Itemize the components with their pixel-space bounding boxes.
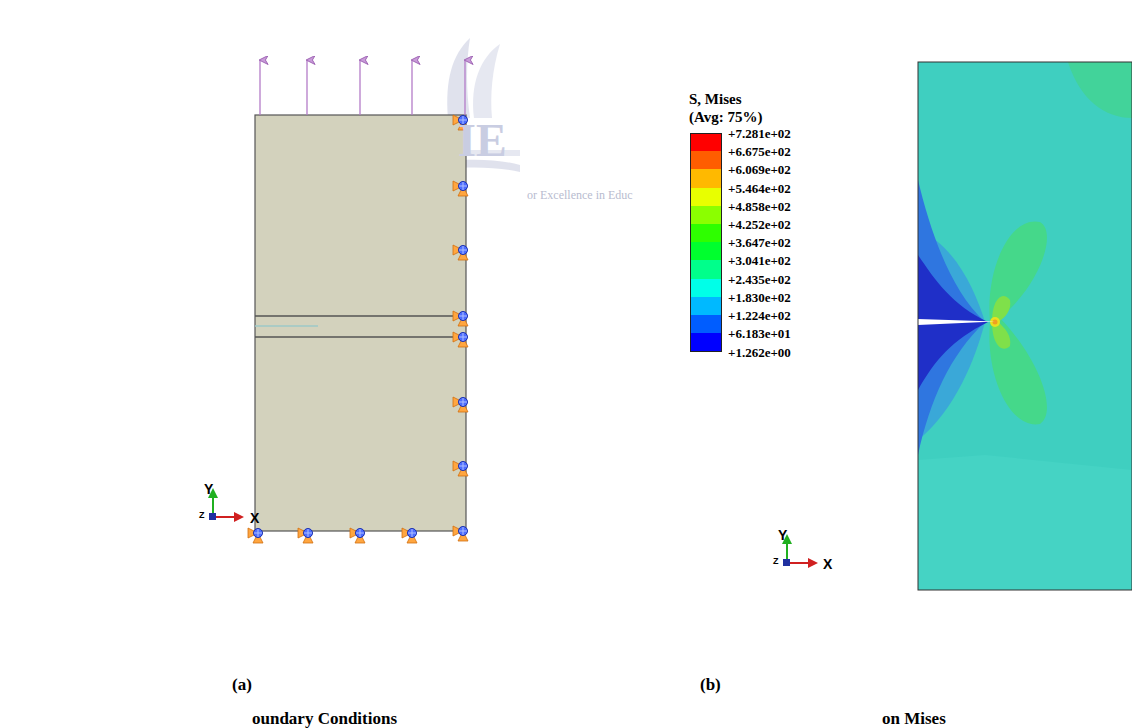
legend-value: +5.464e+02 — [728, 182, 791, 195]
load-arrows — [260, 60, 465, 115]
legend-value: +2.435e+02 — [728, 273, 791, 286]
caption-fragment: oundary Conditions — [252, 710, 397, 727]
legend-swatch — [690, 151, 722, 170]
legend-value: +6.069e+02 — [728, 163, 791, 176]
legend-swatch — [690, 188, 722, 207]
plate — [255, 115, 466, 531]
watermark: IE — [458, 118, 507, 164]
axis-label: Y — [778, 528, 787, 542]
caption-fragment: on Mises — [882, 710, 946, 727]
legend-title: S, Mises — [689, 92, 742, 107]
legend-value: +1.224e+02 — [728, 309, 791, 322]
legend-value: +6.183e+01 — [728, 327, 791, 340]
legend-value: +4.858e+02 — [728, 200, 791, 213]
axis-triad — [782, 534, 818, 568]
legend-swatch — [690, 206, 722, 225]
legend-value: +1.830e+02 — [728, 291, 791, 304]
axis-label: X — [250, 511, 259, 525]
boundary-symbols — [248, 115, 468, 543]
axis-label: Z — [199, 511, 205, 520]
legend-value: +3.041e+02 — [728, 254, 791, 267]
legend-swatch — [690, 315, 722, 334]
legend-value: +3.647e+02 — [728, 236, 791, 249]
legend-swatch — [690, 224, 722, 243]
legend-subtitle: (Avg: 75%) — [689, 110, 762, 125]
axis-label: Y — [204, 482, 213, 496]
legend-value: +1.262e+00 — [728, 346, 791, 359]
panel-label: (b) — [700, 676, 721, 693]
legend-swatch — [690, 133, 722, 152]
contour-plot — [918, 62, 1132, 590]
watermark: or Excellence in Educ — [527, 189, 633, 201]
legend-value: +7.281e+02 — [728, 127, 791, 140]
legend-swatch — [690, 260, 722, 279]
panel-label: (a) — [232, 676, 252, 693]
axis-triad — [208, 488, 244, 522]
crack — [255, 325, 318, 327]
axis-label: X — [823, 557, 832, 571]
legend-value: +4.252e+02 — [728, 218, 791, 231]
legend-swatch — [690, 297, 722, 316]
legend-swatch — [690, 242, 722, 261]
legend-value: +6.675e+02 — [728, 145, 791, 158]
legend-swatch — [690, 169, 722, 188]
legend-swatch — [690, 279, 722, 298]
axis-label: Z — [773, 557, 779, 566]
legend-swatch — [690, 333, 722, 352]
